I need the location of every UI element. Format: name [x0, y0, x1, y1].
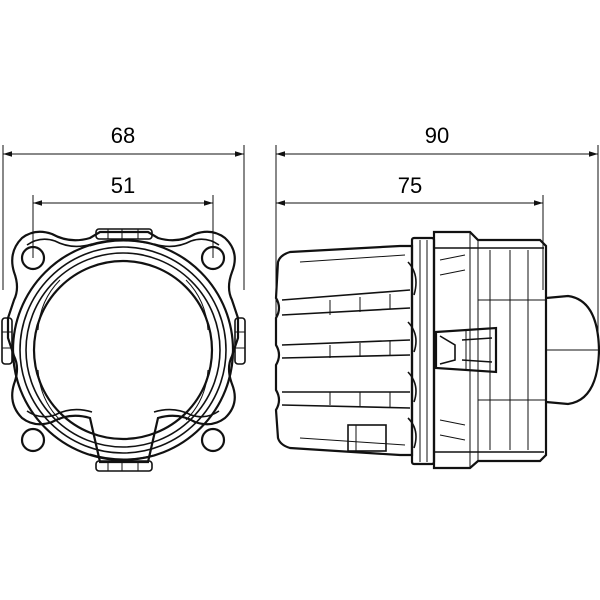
mounting-hole-bottom-left: [20, 427, 46, 453]
side-view: [274, 230, 600, 470]
retaining-clip: [434, 326, 498, 374]
connector-stub: [347, 424, 387, 452]
side-dimension-75: 75: [276, 173, 544, 290]
dimension-label-51: 51: [111, 173, 135, 198]
left-tab: [1, 317, 13, 365]
lens: [32, 259, 214, 441]
inner-ring: [25, 252, 221, 448]
front-dimension-68: 68: [2, 123, 245, 290]
front-dimension-51: 51: [32, 173, 214, 258]
front-view: [1, 228, 246, 472]
outer-bezel: [11, 238, 235, 462]
dimension-label-75: 75: [398, 173, 422, 198]
dimension-label-68: 68: [111, 123, 135, 148]
middle-bezel: [19, 246, 227, 454]
front-housing: [432, 230, 548, 470]
side-dimension-90: 90: [275, 123, 599, 335]
heat-sink-housing: [274, 244, 414, 457]
right-tab: [234, 317, 246, 365]
mounting-flange: [6, 230, 240, 464]
mounting-hole-bottom-right: [200, 427, 226, 453]
mounting-hole-top-right: [200, 245, 226, 271]
dimension-label-90: 90: [425, 123, 449, 148]
mounting-hole-top-left: [20, 245, 46, 271]
lens-dome: [545, 294, 600, 406]
